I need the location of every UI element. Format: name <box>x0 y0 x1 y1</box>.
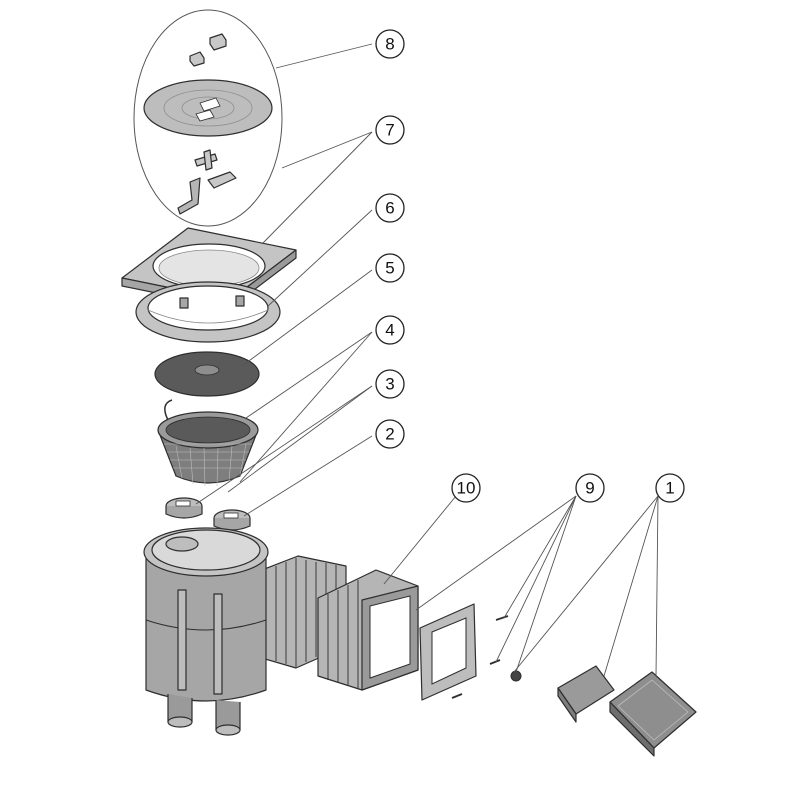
part-9-faceplate-screws <box>419 603 522 701</box>
callout-6-label: 6 <box>385 199 394 218</box>
callout-2: 2 <box>375 419 405 449</box>
part-5-gasket-disk <box>154 351 260 397</box>
part-2-cap <box>213 509 251 531</box>
part-6-collar-ring <box>135 281 281 343</box>
callout-7-label: 7 <box>385 121 394 140</box>
skimmer-body <box>143 527 347 736</box>
part-3-cap <box>165 497 203 519</box>
callout-5: 5 <box>375 253 405 283</box>
callout-8-label: 8 <box>385 35 394 54</box>
callout-10-label: 10 <box>457 479 476 498</box>
callout-2-label: 2 <box>385 425 394 444</box>
callout-10: 10 <box>451 473 481 503</box>
callout-7: 7 <box>375 115 405 145</box>
part-8-lid-detail <box>133 9 283 227</box>
callout-9: 9 <box>575 473 605 503</box>
leader-lines <box>195 43 659 677</box>
part-4-basket <box>157 399 259 487</box>
part-1-weir-plates <box>557 665 697 757</box>
callout-4: 4 <box>375 315 405 345</box>
callout-1-label: 1 <box>665 479 674 498</box>
callout-4-label: 4 <box>385 321 394 340</box>
callout-9-label: 9 <box>585 479 594 498</box>
callout-3: 3 <box>375 369 405 399</box>
callout-1: 1 <box>655 473 685 503</box>
callout-5-label: 5 <box>385 259 394 278</box>
callout-8: 8 <box>375 29 405 59</box>
part-10-throat-extension <box>317 569 419 691</box>
callout-6: 6 <box>375 193 405 223</box>
callout-3-label: 3 <box>385 375 394 394</box>
